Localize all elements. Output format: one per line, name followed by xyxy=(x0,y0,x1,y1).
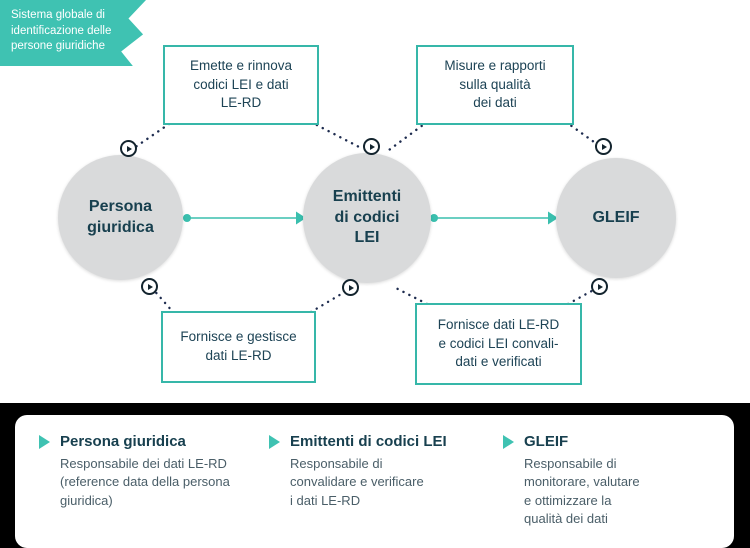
title-badge: Sistema globale di identificazione delle… xyxy=(0,0,146,66)
legend-description: Responsabile di monitorare, valutare e o… xyxy=(524,456,640,527)
legend-title: Emittenti di codici LEI xyxy=(290,433,447,450)
play-circle-icon xyxy=(120,140,137,157)
diagram-canvas: Sistema globale di identificazione delle… xyxy=(0,0,750,403)
legend-title: GLEIF xyxy=(524,433,569,450)
legend-text: Persona giuridica Responsabile dei dati … xyxy=(60,433,230,510)
legend: Persona giuridica Responsabile dei dati … xyxy=(15,415,734,548)
box-fornisce-gestisce: Fornisce e gestisce dati LE-RD xyxy=(161,311,316,383)
legend-description: Responsabile dei dati LE-RD (reference d… xyxy=(60,456,230,508)
box-emette-rinnova: Emette e rinnova codici LEI e dati LE-RD xyxy=(163,45,319,125)
play-circle-icon xyxy=(591,278,608,295)
connector-lines xyxy=(129,120,603,314)
play-triangle xyxy=(126,145,132,152)
legend-item-gleif: GLEIF Responsabile di monitorare, valuta… xyxy=(503,433,718,529)
legend-text: Emittenti di codici LEI Responsabile di … xyxy=(290,433,447,510)
play-circle-icon xyxy=(342,279,359,296)
legend-item-emittenti-lei: Emittenti di codici LEI Responsabile di … xyxy=(269,433,484,510)
node-emittenti-lei: Emittenti di codici LEI xyxy=(303,153,431,283)
box-misure-rapporti: Misure e rapporti sulla qualità dei dati xyxy=(416,45,574,125)
play-triangle xyxy=(147,283,153,290)
play-circle-icon xyxy=(595,138,612,155)
play-circle-icon xyxy=(141,278,158,295)
play-triangle-icon xyxy=(39,435,50,449)
play-triangle-icon xyxy=(269,435,280,449)
play-triangle-icon xyxy=(503,435,514,449)
box-fornisce-dati: Fornisce dati LE-RD e codici LEI convali… xyxy=(415,303,582,385)
play-circle-icon xyxy=(363,138,380,155)
play-triangle xyxy=(369,143,375,150)
legend-description: Responsabile di convalidare e verificare… xyxy=(290,456,424,508)
node-gleif: GLEIF xyxy=(556,158,676,278)
node-persona-giuridica: Persona giuridica xyxy=(58,155,183,280)
play-triangle xyxy=(601,143,607,150)
play-triangle xyxy=(348,284,354,291)
legend-item-persona-giuridica: Persona giuridica Responsabile dei dati … xyxy=(39,433,254,510)
legend-text: GLEIF Responsabile di monitorare, valuta… xyxy=(524,433,640,529)
title-badge-text: Sistema globale di identificazione delle… xyxy=(11,9,112,53)
play-triangle xyxy=(597,283,603,290)
legend-title: Persona giuridica xyxy=(60,433,186,450)
